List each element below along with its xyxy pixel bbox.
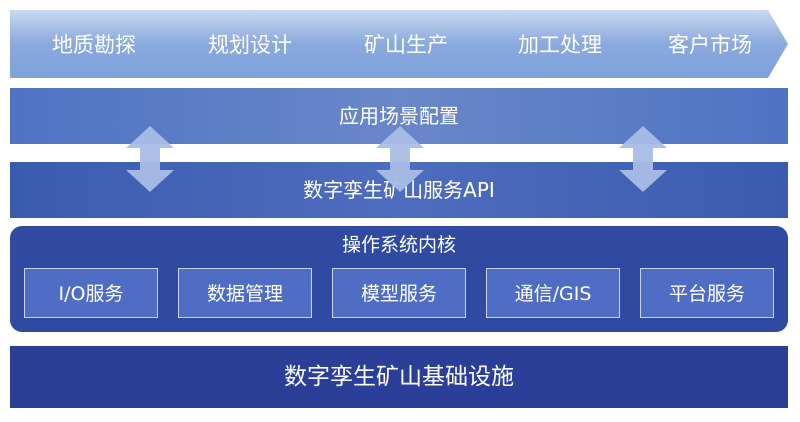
service-api-layer: 数字孪生矿山服务API [10, 162, 788, 218]
chevron-shape-2 [156, 10, 341, 78]
module-platform-service: 平台服务 [640, 268, 774, 318]
value-chain: 地质勘探 规划设计 矿山生产 加工处理 客户市场 [0, 0, 800, 84]
module-communication-gis: 通信/GIS [486, 268, 620, 318]
chevron-shape-4 [466, 10, 651, 78]
chevron-label-geological-exploration: 地质勘探 [52, 33, 136, 57]
os-kernel-layer: 操作系统内核 I/O服务 数据管理 模型服务 通信/GIS 平台服务 [10, 226, 788, 332]
chevron-label-mine-production: 矿山生产 [364, 33, 448, 57]
chevron-shape-3 [312, 10, 495, 78]
chevron-label-planning-design: 规划设计 [208, 33, 292, 57]
value-chain-shapes [10, 10, 788, 78]
app-config-layer: 应用场景配置 [10, 88, 788, 144]
chevron-shape-1 [10, 10, 183, 78]
os-kernel-title: 操作系统内核 [341, 234, 456, 256]
chevron-label-customer-market: 客户市场 [668, 33, 752, 57]
infrastructure-layer: 数字孪生矿山基础设施 [10, 346, 788, 408]
chevron-shape-5 [620, 10, 788, 78]
module-data-management: 数据管理 [178, 268, 312, 318]
module-model-service: 模型服务 [332, 268, 466, 318]
module-io-service: I/O服务 [24, 268, 158, 318]
chevron-label-processing: 加工处理 [518, 33, 602, 57]
